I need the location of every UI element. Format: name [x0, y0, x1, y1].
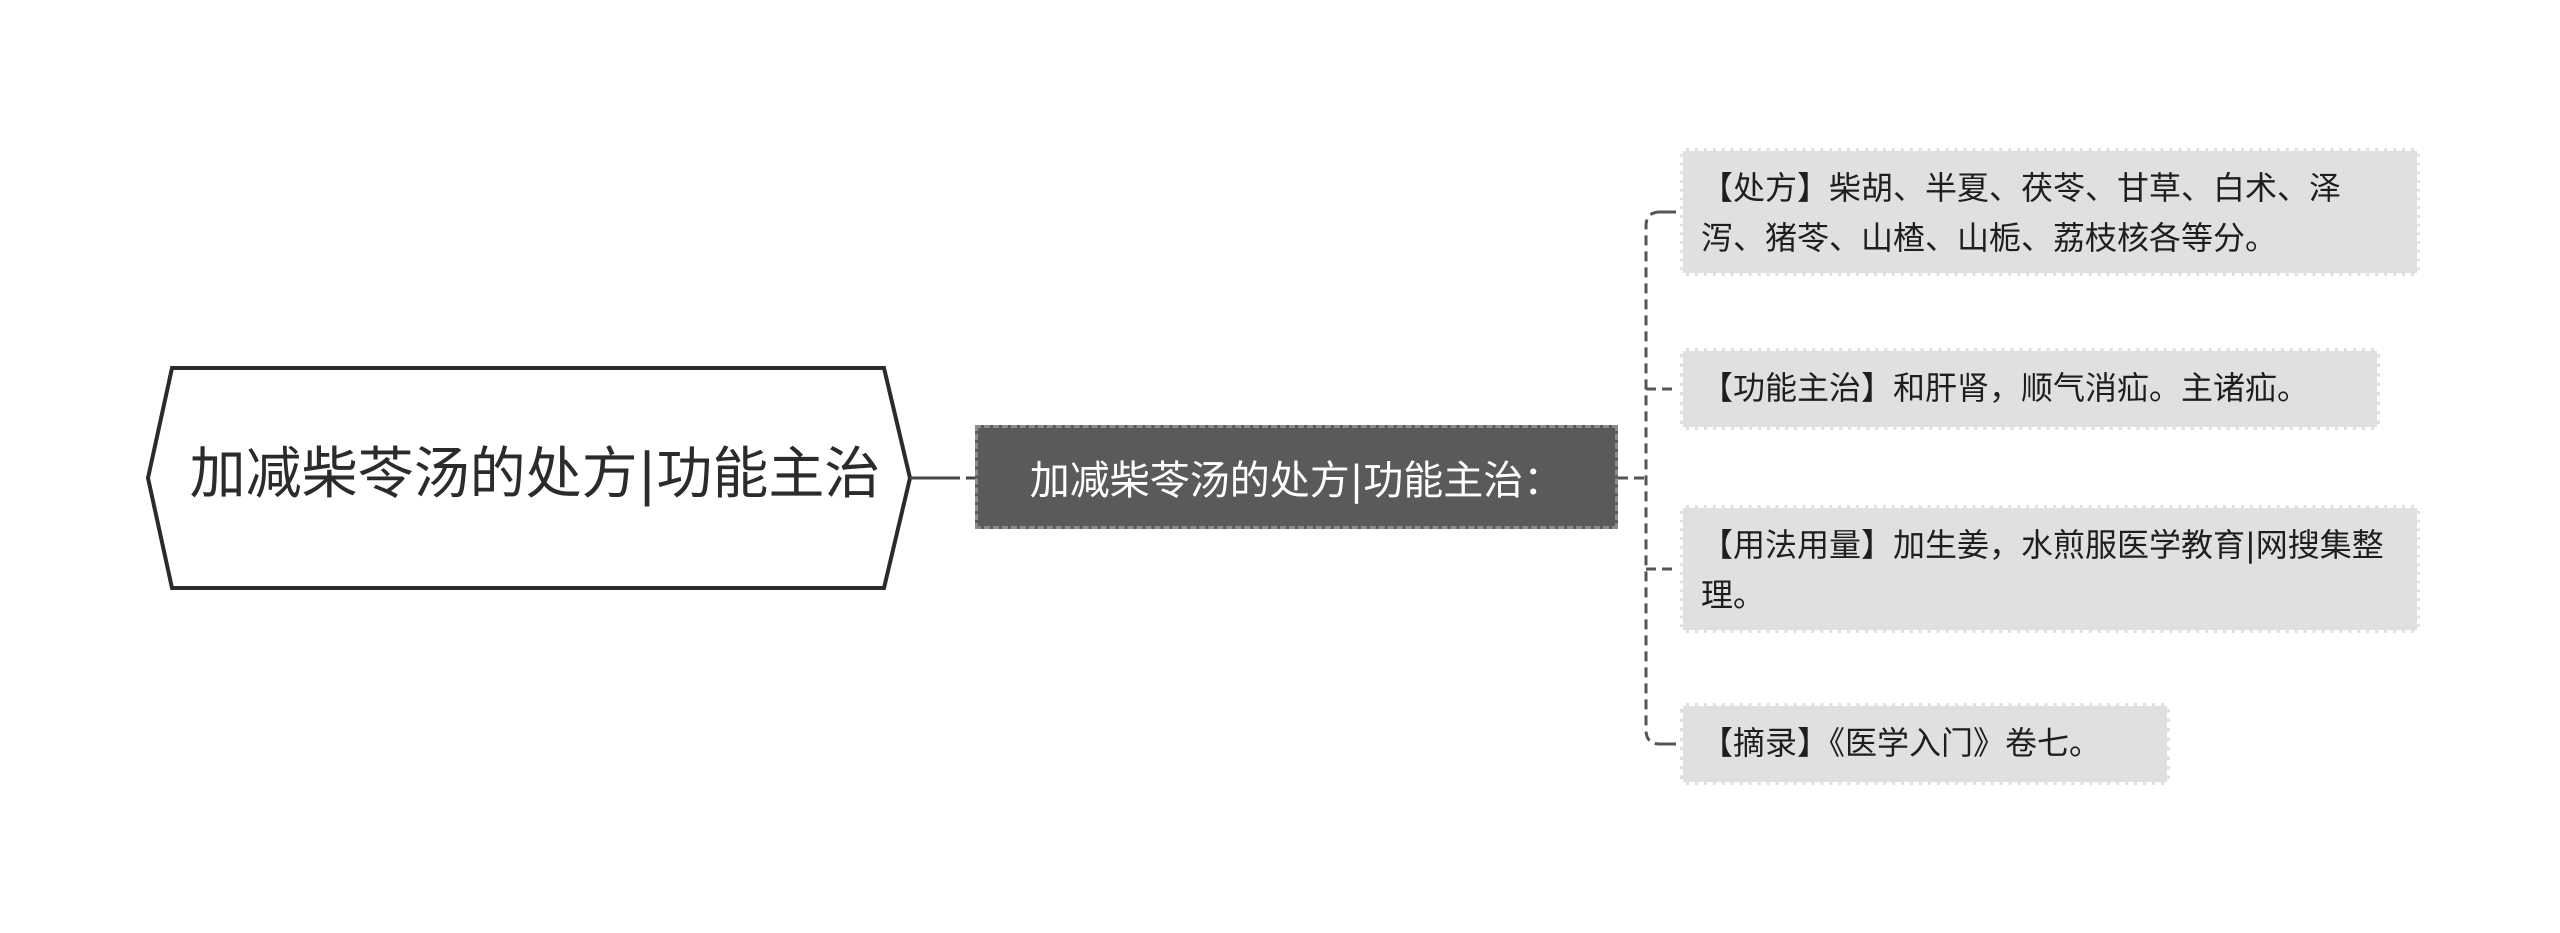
detail-node-source[interactable]: 【摘录】《医学入门》卷七。 — [1680, 703, 2170, 785]
root-node-shape[interactable] — [145, 366, 913, 590]
root-node-label[interactable]: 加减柴苓汤的处方|功能主治 — [189, 442, 881, 507]
detail-node-prescription[interactable]: 【处方】柴胡、半夏、茯苓、甘草、白术、泽泻、猪苓、山楂、山栀、荔枝核各等分。 — [1680, 148, 2420, 276]
detail-node-label: 【处方】柴胡、半夏、茯苓、甘草、白术、泽泻、猪苓、山楂、山栀、荔枝核各等分。 — [1701, 169, 2342, 257]
branch-trunk — [1644, 210, 1661, 746]
detail-node-label: 【用法用量】加生姜，水煎服医学教育|网搜集整理。 — [1701, 526, 2384, 614]
detail-node-label: 【摘录】《医学入门》卷七。 — [1701, 724, 2102, 762]
topic-node-label: 加减柴苓汤的处方|功能主治： — [1029, 458, 1564, 504]
detail-node-dosage[interactable]: 【用法用量】加生姜，水煎服医学教育|网搜集整理。 — [1680, 505, 2420, 633]
detail-node-label: 【功能主治】和肝肾，顺气消疝。主诸疝。 — [1701, 369, 2310, 407]
topic-node[interactable]: 加减柴苓汤的处方|功能主治： — [975, 425, 1618, 529]
detail-node-indications[interactable]: 【功能主治】和肝肾，顺气消疝。主诸疝。 — [1680, 348, 2380, 430]
